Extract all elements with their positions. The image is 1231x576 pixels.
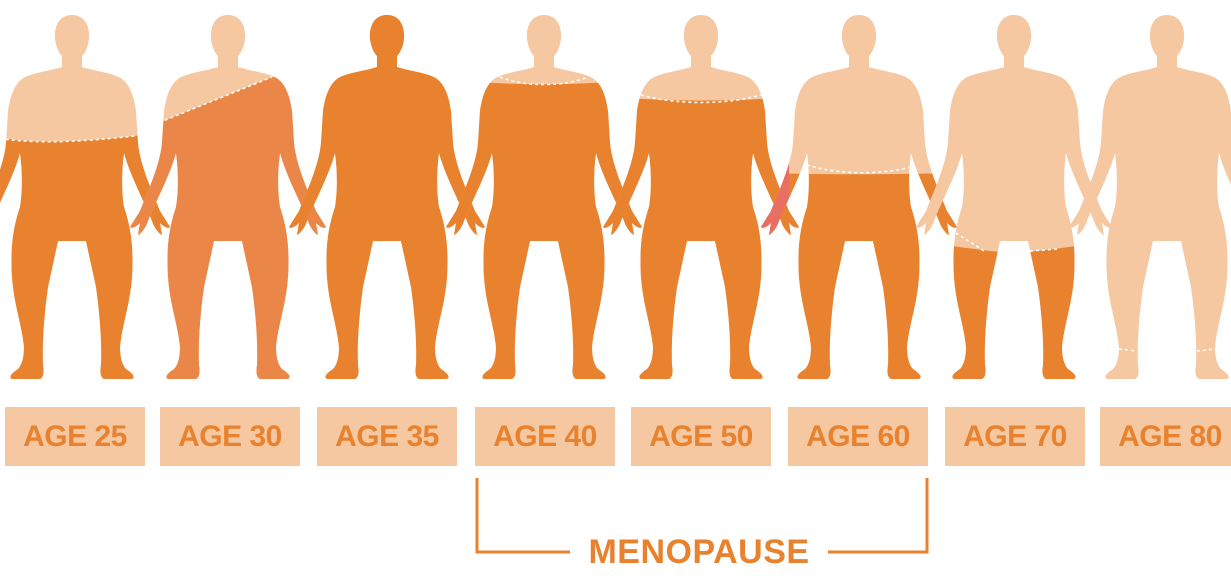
menopause-bracket: [0, 0, 1231, 569]
